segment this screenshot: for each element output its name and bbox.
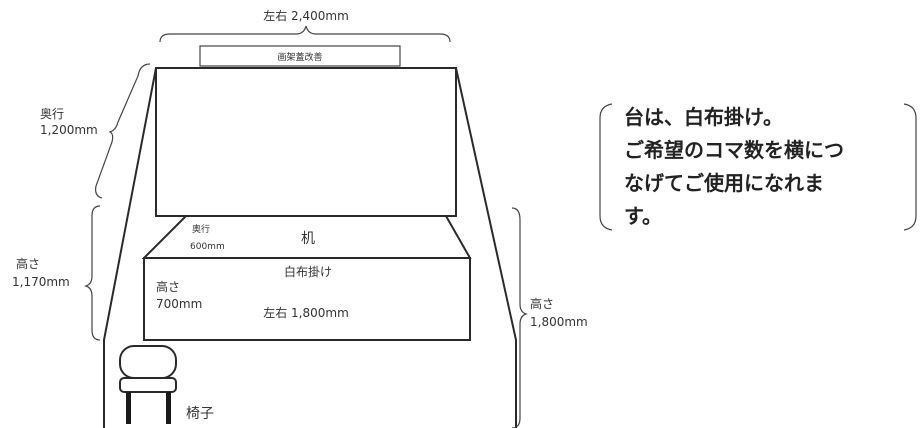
desk-depth-line1: 奥行 xyxy=(192,223,210,235)
back-wall xyxy=(155,67,457,217)
side-height-line1: 高さ xyxy=(16,256,40,271)
chair-seat xyxy=(119,377,177,393)
desk-height-line1: 高さ xyxy=(156,279,180,294)
desk-cover-label: 白布掛け xyxy=(284,264,332,279)
header-sign-label: 画架蓋改善 xyxy=(277,51,322,63)
right-height-brace xyxy=(511,207,528,428)
note-line-2: ご希望のコマ数を横につ xyxy=(624,138,844,162)
desk-depth-line2: 600mm xyxy=(190,242,225,252)
width-label: 左右 2,400mm xyxy=(263,8,349,23)
header-sign xyxy=(199,45,401,67)
depth-label-line2: 1,200mm xyxy=(40,123,98,137)
chair-leg-left xyxy=(126,392,131,424)
chair-leg-right xyxy=(166,392,171,424)
chair xyxy=(119,345,177,424)
desk-front xyxy=(143,257,471,341)
depth-brace xyxy=(95,63,151,199)
note-line-4: す。 xyxy=(624,204,662,228)
note-bracket-right xyxy=(903,103,917,231)
note-line-3: なげてご使用になれま xyxy=(624,171,824,195)
desk-label: 机 xyxy=(301,231,315,247)
depth-label-line1: 奥行 xyxy=(40,107,64,121)
note-line-1: 台は、白布掛け。 xyxy=(624,105,783,129)
left-side-wall xyxy=(103,67,157,428)
note-bracket-left xyxy=(599,103,613,231)
side-height-brace xyxy=(84,205,101,341)
desk-width-label: 左右 1,800mm xyxy=(263,305,349,320)
right-height-line2: 1,800mm xyxy=(530,315,588,329)
width-brace xyxy=(159,25,451,43)
right-height-line1: 高さ xyxy=(530,296,554,311)
chair-backrest xyxy=(119,345,177,379)
desk-height-line2: 700mm xyxy=(156,297,202,311)
side-height-line2: 1,170mm xyxy=(12,275,70,289)
right-side-wall xyxy=(455,67,517,428)
chair-label: 椅子 xyxy=(186,406,214,422)
